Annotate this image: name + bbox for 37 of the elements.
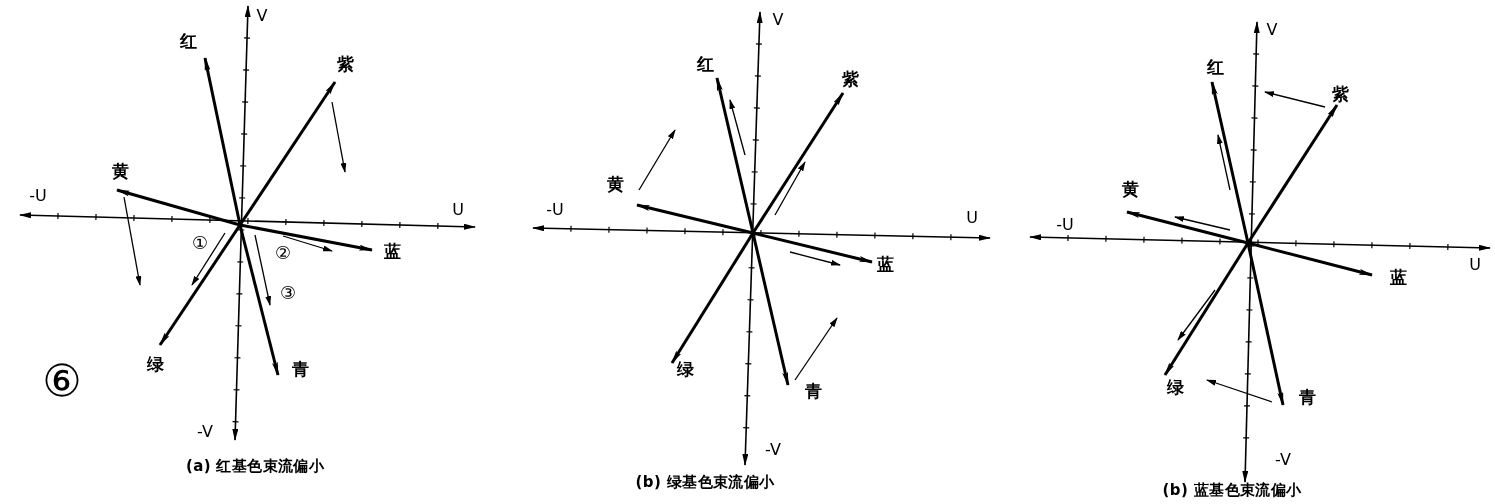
vector-label: 黄 [111, 161, 129, 183]
vector-label: 蓝 [876, 254, 894, 276]
vector-label: 红 [1206, 57, 1224, 79]
axis-label: U [452, 200, 464, 220]
vector-label: 红 [179, 31, 197, 53]
axis-label: U [1469, 255, 1481, 275]
vector-label: 青 [804, 381, 822, 403]
vector-label: 蓝 [1389, 267, 1407, 289]
vector-label: 青 [1298, 387, 1316, 409]
axis-label: -U [546, 200, 564, 220]
axis-label: -V [765, 440, 781, 460]
callout-number: ③ [279, 281, 297, 305]
axis-label: -U [1056, 215, 1074, 235]
vector-label: 绿 [146, 354, 164, 376]
figure-number: ⑥ [42, 353, 82, 408]
vector-label: 青 [291, 359, 309, 381]
vector-label: 紫 [1331, 84, 1349, 106]
vector-label: 紫 [841, 69, 859, 91]
caption: (a) 红基色束流偏小 [185, 456, 325, 476]
vector-label: 红 [696, 54, 714, 76]
vector-label: 绿 [1166, 377, 1184, 399]
axis-label: -V [197, 422, 213, 442]
caption: (b) 绿基色束流偏小 [635, 472, 775, 492]
axis-label: V [772, 10, 784, 30]
axis-label: U [966, 208, 978, 228]
callout-number: ② [274, 241, 292, 265]
vector-label: 蓝 [383, 241, 401, 263]
callout-number: ① [191, 231, 209, 255]
vector-label: 紫 [336, 54, 354, 76]
axis-label: -V [1275, 450, 1291, 470]
axis-label: -U [29, 186, 47, 206]
axis-label: V [256, 6, 268, 26]
vector-label: 绿 [676, 359, 694, 381]
caption: (b) 蓝基色束流偏小 [1162, 480, 1302, 500]
vector-label: 黄 [606, 174, 624, 196]
vector-label: 黄 [1121, 179, 1139, 201]
axis-label: V [1266, 20, 1278, 40]
